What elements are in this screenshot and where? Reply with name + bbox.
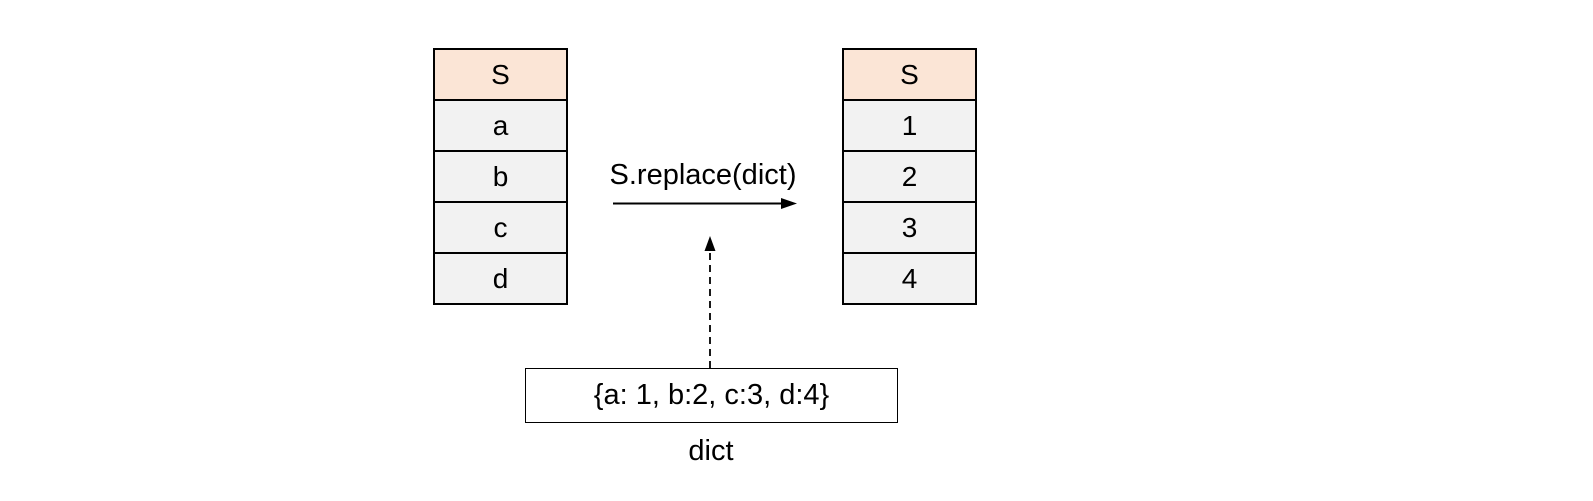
replace-method-label: S.replace(dict) [609, 159, 797, 191]
input-series-value-cell: c [435, 201, 566, 252]
input-series-value-cell: d [435, 252, 566, 303]
output-series-value-cell: 1 [844, 99, 975, 150]
replace-arrowhead-icon [781, 198, 797, 209]
output-series-table: S 1 2 3 4 [842, 48, 977, 305]
output-series-value-cell: 2 [844, 150, 975, 201]
dict-box: {a: 1, b:2, c:3, d:4} [525, 368, 898, 423]
dict-label: dict [688, 435, 734, 467]
input-series-value-cell: a [435, 99, 566, 150]
input-series-header-cell: S [435, 50, 566, 99]
output-series-value-cell: 4 [844, 252, 975, 303]
dict-box-text: {a: 1, b:2, c:3, d:4} [593, 379, 830, 411]
input-series-table: S a b c d [433, 48, 568, 305]
dict-arrow [704, 236, 716, 368]
output-series-header-cell: S [844, 50, 975, 99]
input-series-value-cell: b [435, 150, 566, 201]
output-series-value-cell: 3 [844, 201, 975, 252]
dict-arrowhead-icon [704, 236, 716, 251]
replace-arrow [613, 198, 797, 209]
